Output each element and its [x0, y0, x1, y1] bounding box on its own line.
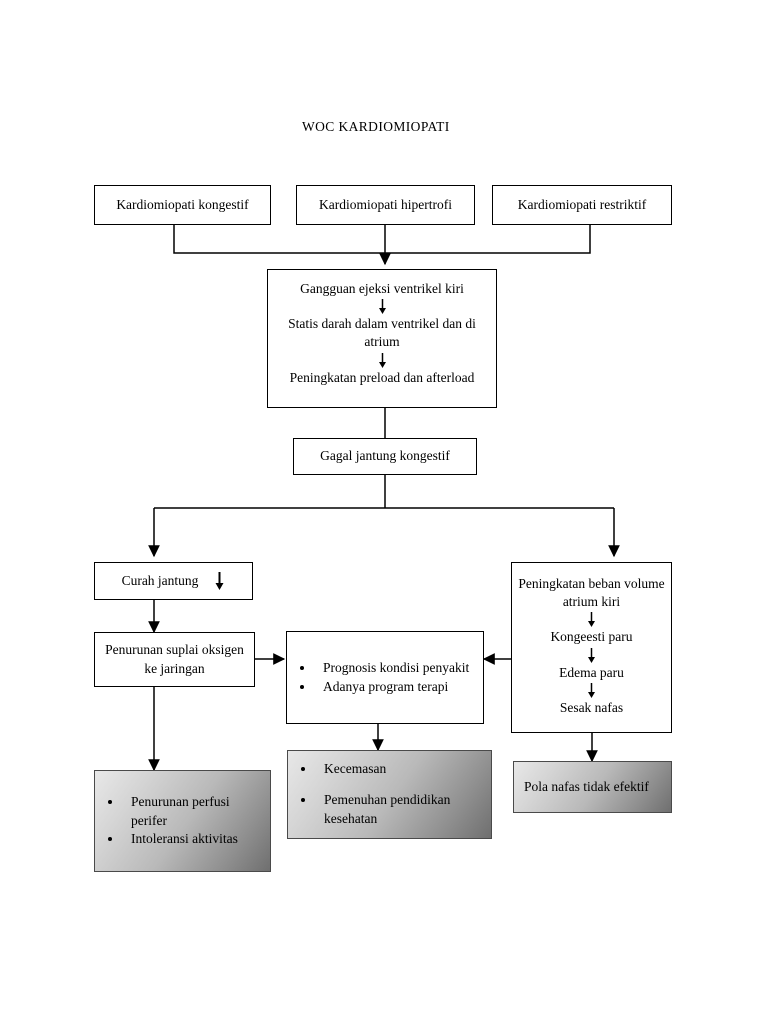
down-arrow-icon — [215, 572, 224, 590]
list-item: Prognosis kondisi penyakit — [315, 659, 469, 678]
list-item: Adanya program terapi — [315, 678, 469, 697]
node-prognosis-program[interactable]: Prognosis kondisi penyakit Adanya progra… — [286, 631, 484, 724]
node-label: Pola nafas tidak efektif — [524, 778, 649, 794]
list-item: Penurunan perfusi perifer — [123, 793, 264, 831]
node-label: Curah jantung — [121, 572, 199, 588]
list-item: Pemenuhan pendidikan kesehatan — [316, 791, 485, 829]
node-kardiomiopati-restriktif[interactable]: Kardiomiopati restriktif — [492, 185, 672, 225]
node-label-line1: Peningkatan beban volume atrium kiri — [518, 576, 665, 610]
node-label: Kardiomiopati hipertrofi — [318, 196, 453, 212]
node-outcome-kecemasan-pendidikan[interactable]: Kecemasan Pemenuhan pendidikan kesehatan — [287, 750, 492, 839]
list-item: Kecemasan — [316, 760, 485, 779]
down-arrow-icon — [588, 612, 595, 628]
node-label-line2: Kongeesti paru — [550, 629, 633, 645]
node-label: Kardiomiopati restriktif — [517, 196, 647, 212]
down-arrow-icon — [588, 647, 595, 663]
node-label-line3: Peningkatan preload dan afterload — [289, 369, 475, 385]
bullet-list: Penurunan perfusi perifer Intoleransi ak… — [101, 793, 264, 850]
node-label-line3: Edema paru — [559, 664, 624, 680]
node-label-line4: Sesak nafas — [559, 699, 624, 715]
node-gangguan-ejeksi-chain[interactable]: Gangguan ejeksi ventrikel kiri Statis da… — [267, 269, 497, 408]
node-kardiomiopati-kongestif[interactable]: Kardiomiopati kongestif — [94, 185, 271, 225]
node-curah-jantung[interactable]: Curah jantung — [94, 562, 253, 600]
node-label: Kardiomiopati kongestif — [116, 196, 249, 212]
node-gagal-jantung-kongestif[interactable]: Gagal jantung kongestif — [293, 438, 477, 475]
node-outcome-pola-nafas[interactable]: Pola nafas tidak efektif — [513, 761, 672, 813]
bullet-list: Prognosis kondisi penyakit Adanya progra… — [293, 659, 469, 697]
node-peningkatan-beban-chain[interactable]: Peningkatan beban volume atrium kiri Kon… — [511, 562, 672, 733]
node-outcome-perfusi-intoleransi[interactable]: Penurunan perfusi perifer Intoleransi ak… — [94, 770, 271, 872]
page-title: WOC KARDIOMIOPATI — [302, 119, 450, 134]
node-label-line2: Statis darah dalam ventrikel dan di atri… — [288, 316, 476, 350]
node-label: Gagal jantung kongestif — [320, 448, 450, 464]
down-arrow-icon — [588, 682, 595, 698]
down-arrow-icon — [378, 352, 386, 368]
node-kardiomiopati-hipertrofi[interactable]: Kardiomiopati hipertrofi — [296, 185, 475, 225]
node-label: Penurunan suplai oksigen ke jaringan — [105, 642, 244, 676]
list-item: Intoleransi aktivitas — [123, 830, 264, 849]
bullet-list: Kecemasan Pemenuhan pendidikan kesehatan — [294, 760, 485, 829]
node-label-line1: Gangguan ejeksi ventrikel kiri — [300, 281, 464, 296]
node-penurunan-suplai-oksigen[interactable]: Penurunan suplai oksigen ke jaringan — [94, 632, 255, 687]
down-arrow-icon — [378, 299, 386, 315]
